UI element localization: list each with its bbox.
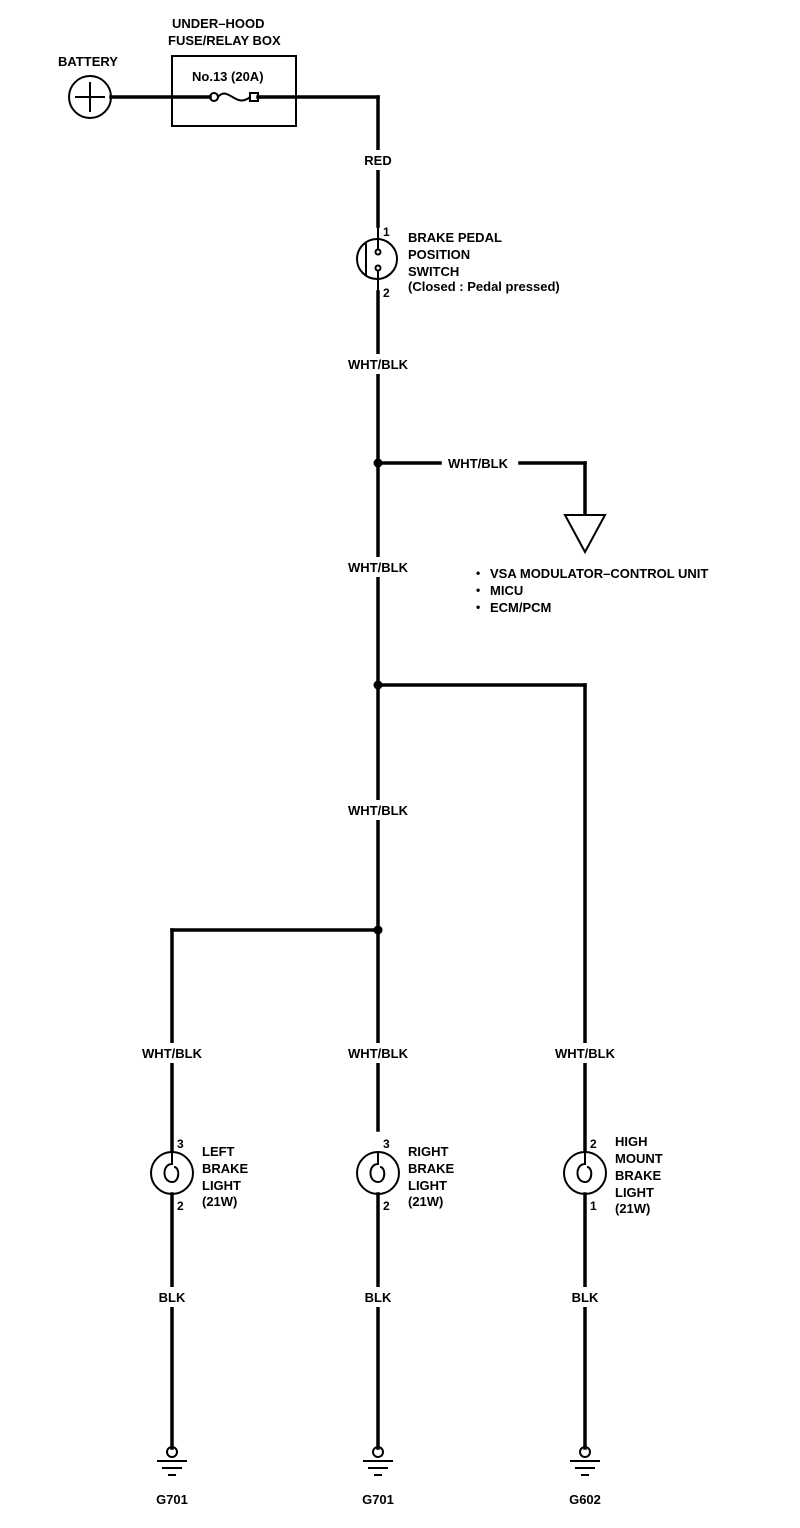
switch-label-line4: (Closed : Pedal pressed) xyxy=(408,279,560,294)
ground-high-icon xyxy=(570,1446,600,1476)
battery-symbol: + xyxy=(0,0,1,1)
wire-label-wht-blk-2: WHT/BLK xyxy=(348,560,409,575)
wire-label-wht-blk-signal: WHT/BLK xyxy=(448,456,509,471)
fuse-box-title-line2: FUSE/RELAY BOX xyxy=(168,33,281,48)
destination-vsa: VSA MODULATOR–CONTROL UNIT xyxy=(490,566,708,581)
signal-destination-arrow-icon xyxy=(563,514,607,555)
destination-micu: MICU xyxy=(490,583,523,598)
ground-right-icon xyxy=(363,1446,393,1476)
ground-label-left: G701 xyxy=(156,1492,188,1507)
destination-ecm-pcm: ECM/PCM xyxy=(490,600,551,615)
high-light-label-5: (21W) xyxy=(615,1201,650,1216)
right-light-label-3: LIGHT xyxy=(408,1178,447,1193)
wire-label-wht-blk-1: WHT/BLK xyxy=(348,357,409,372)
wire-label-blk-right: BLK xyxy=(365,1290,392,1305)
right-light-label-2: BRAKE xyxy=(408,1161,455,1176)
right-light-label-4: (21W) xyxy=(408,1194,443,1209)
wire-label-blk-left: BLK xyxy=(159,1290,186,1305)
switch-label-line2: POSITION xyxy=(408,247,470,262)
right-light-pin-top: 3 xyxy=(383,1137,390,1151)
right-brake-light-bulb-icon xyxy=(356,1151,400,1195)
high-light-label-1: HIGH xyxy=(615,1134,648,1149)
left-brake-light-bulb-icon xyxy=(150,1151,194,1195)
destination-bullet-1: • xyxy=(476,566,480,580)
high-light-label-4: LIGHT xyxy=(615,1185,654,1200)
high-light-pin-top: 2 xyxy=(590,1137,597,1151)
right-light-label-1: RIGHT xyxy=(408,1144,449,1159)
switch-label-line3: SWITCH xyxy=(408,264,459,279)
left-light-label-4: (21W) xyxy=(202,1194,237,1209)
destination-bullet-3: • xyxy=(476,600,480,614)
battery xyxy=(68,75,112,119)
fuse-box-title-line1: UNDER–HOOD xyxy=(172,16,264,31)
wire-label-wht-blk-3: WHT/BLK xyxy=(348,803,409,818)
high-light-pin-bottom: 1 xyxy=(590,1199,597,1213)
ground-label-high: G602 xyxy=(569,1492,601,1507)
left-light-label-1: LEFT xyxy=(202,1144,235,1159)
switch-pin-1: 1 xyxy=(383,225,390,239)
fuse-icon xyxy=(209,92,259,102)
wire-label-wht-blk-left: WHT/BLK xyxy=(142,1046,203,1061)
ground-label-right: G701 xyxy=(362,1492,394,1507)
wire-label-red: RED xyxy=(364,153,391,168)
wire-label-wht-blk-right: WHT/BLK xyxy=(348,1046,409,1061)
destination-bullet-2: • xyxy=(476,583,480,597)
right-light-pin-bottom: 2 xyxy=(383,1199,390,1213)
left-light-label-2: BRAKE xyxy=(202,1161,249,1176)
fuse-box xyxy=(171,55,297,127)
wire-label-blk-high: BLK xyxy=(572,1290,599,1305)
switch-pin-2: 2 xyxy=(383,286,390,300)
switch-label-line1: BRAKE PEDAL xyxy=(408,230,502,245)
left-light-pin-bottom: 2 xyxy=(177,1199,184,1213)
high-light-label-3: BRAKE xyxy=(615,1168,662,1183)
fuse-label: No.13 (20A) xyxy=(192,69,264,84)
left-light-pin-top: 3 xyxy=(177,1137,184,1151)
high-light-label-2: MOUNT xyxy=(615,1151,663,1166)
brake-pedal-switch-icon xyxy=(356,226,398,292)
battery-label: BATTERY xyxy=(58,54,118,69)
ground-left-icon xyxy=(157,1446,187,1476)
wire-label-wht-blk-high: WHT/BLK xyxy=(555,1046,616,1061)
high-mount-brake-light-bulb-icon xyxy=(563,1151,607,1195)
left-light-label-3: LIGHT xyxy=(202,1178,241,1193)
